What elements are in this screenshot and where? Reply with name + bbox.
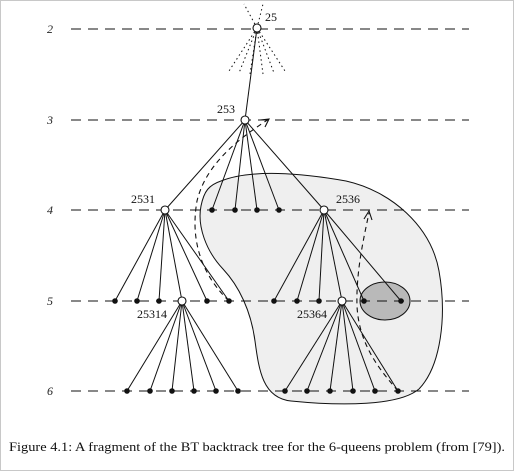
dead-node <box>235 388 241 394</box>
dead-node <box>112 298 118 304</box>
dead-node <box>294 298 300 304</box>
shaded-region <box>199 172 443 405</box>
dead-node <box>232 207 238 213</box>
dead-node <box>134 298 140 304</box>
dead-node <box>271 298 277 304</box>
dead-nodes <box>112 207 404 394</box>
backtrack-paths <box>194 118 399 392</box>
node-25314 <box>177 296 187 306</box>
dead-node <box>209 207 215 213</box>
node-25364 <box>337 296 347 306</box>
figure-caption: Figure 4.1: A fragment of the BT backtra… <box>9 439 505 454</box>
dead-node <box>395 388 401 394</box>
node-2536 <box>319 205 329 215</box>
dead-node <box>204 298 210 304</box>
dead-node <box>191 388 197 394</box>
dead-node <box>304 388 310 394</box>
dead-node <box>147 388 153 394</box>
dead-node <box>226 298 232 304</box>
node-25 <box>252 23 262 33</box>
backtrack-path-left <box>194 118 270 302</box>
level-label-6: 6 <box>47 384 53 398</box>
dead-node <box>361 298 367 304</box>
node-label-25314: 25314 <box>137 307 167 321</box>
level-label-4: 4 <box>47 203 53 217</box>
backtrack-path-right <box>356 212 399 392</box>
level-label-2: 2 <box>47 22 53 36</box>
dead-node <box>398 298 404 304</box>
node-label-25: 25 <box>265 10 277 24</box>
node-label-2531: 2531 <box>131 192 155 206</box>
node-2531 <box>160 205 170 215</box>
arrowheads <box>259 118 373 221</box>
dead-node <box>254 207 260 213</box>
dead-node <box>169 388 175 394</box>
dead-node <box>327 388 333 394</box>
dead-node <box>316 298 322 304</box>
open-nodes <box>160 23 347 306</box>
level-label-3: 3 <box>46 113 53 127</box>
arrowhead-left <box>259 118 270 128</box>
dead-node <box>156 298 162 304</box>
dead-node <box>282 388 288 394</box>
dead-node <box>372 388 378 394</box>
level-label-5: 5 <box>47 294 53 308</box>
dead-node <box>350 388 356 394</box>
tree-edges <box>114 27 402 392</box>
arrowhead-right <box>363 209 373 221</box>
node-label-25364: 25364 <box>297 307 327 321</box>
node-label-2536: 2536 <box>336 192 360 206</box>
node-label-253: 253 <box>217 102 235 116</box>
dead-node <box>276 207 282 213</box>
node-253 <box>240 115 250 125</box>
dead-node <box>124 388 130 394</box>
dead-node <box>213 388 219 394</box>
